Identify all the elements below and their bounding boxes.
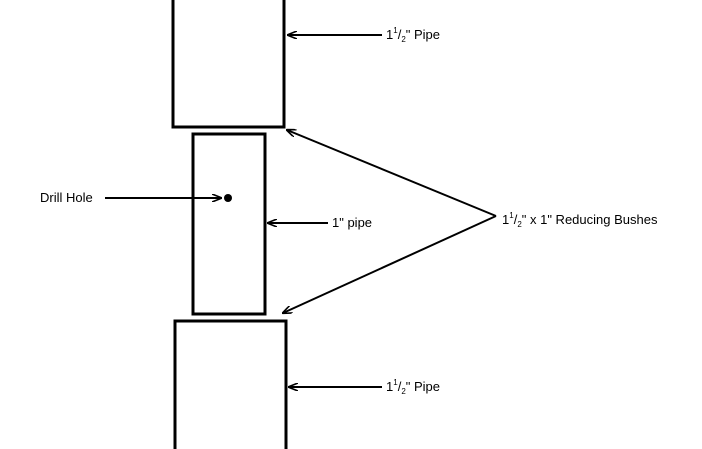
bush-arrow-lower [283,215,497,313]
top-pipe-label: 11/2" Pipe [386,26,440,44]
bushes-denominator: 2 [517,220,522,229]
top-pipe-slash: / [398,27,402,42]
top-pipe-numerator: 1 [393,26,398,35]
bottom-pipe-slash: / [398,379,402,394]
bottom-pipe-rect [173,319,288,449]
bushes-numerator: 1 [509,211,514,220]
middle-pipe-rect [191,132,267,316]
drill-hole-dot [224,194,232,202]
bushes-whole: 1 [502,212,509,227]
top-pipe-rect [171,0,286,129]
reducing-bushes-label: 11/2" x 1" Reducing Bushes [502,211,658,229]
top-pipe-suffix: " Pipe [406,27,440,42]
top-pipe-whole: 1 [386,27,393,42]
middle-pipe-label: 1" pipe [332,215,372,230]
bushes-slash: / [514,212,518,227]
bottom-pipe-whole: 1 [386,379,393,394]
bottom-pipe-label: 11/2" Pipe [386,378,440,396]
bush-arrow-upper [287,130,497,217]
bushes-suffix: " x 1" Reducing Bushes [522,212,658,227]
drill-hole-label: Drill Hole [40,190,93,205]
bottom-pipe-denominator: 2 [401,387,406,396]
top-pipe-denominator: 2 [401,35,406,44]
bottom-pipe-numerator: 1 [393,378,398,387]
bottom-pipe-suffix: " Pipe [406,379,440,394]
